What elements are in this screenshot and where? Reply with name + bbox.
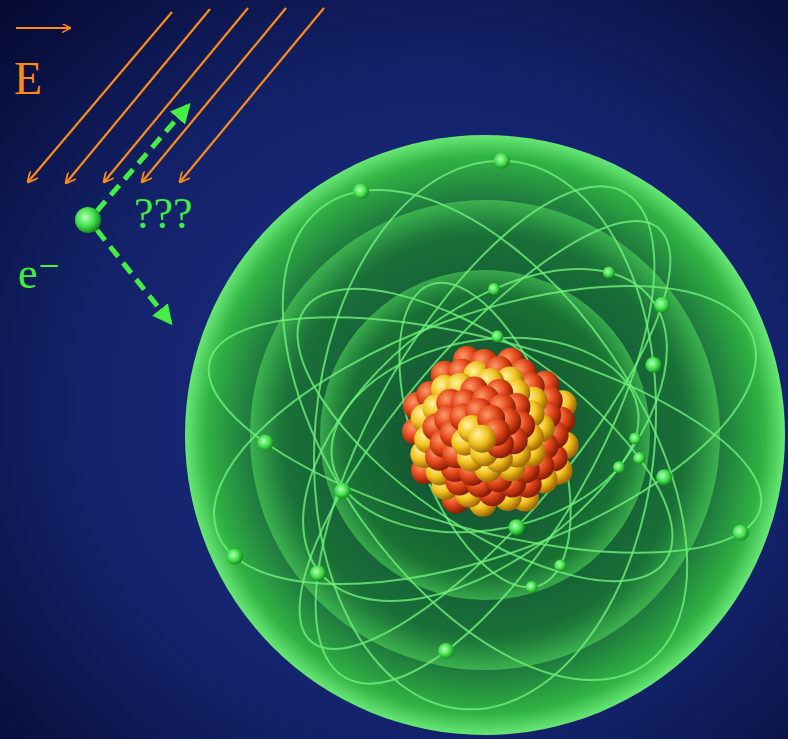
electron-dot bbox=[613, 461, 625, 473]
middle-shell bbox=[250, 200, 720, 670]
electron-dot bbox=[629, 433, 641, 445]
vector-arrow bbox=[16, 27, 70, 29]
field-line bbox=[142, 8, 286, 182]
orbit-path bbox=[364, 261, 605, 610]
electron-dot bbox=[494, 153, 510, 169]
outer-shell bbox=[185, 135, 785, 735]
electron-dot bbox=[526, 581, 538, 593]
electron-symbol: e⁻ bbox=[18, 252, 61, 296]
electron-dot bbox=[438, 643, 454, 659]
orbit-path bbox=[185, 269, 785, 600]
electron-dot bbox=[334, 483, 350, 499]
electron-dot bbox=[654, 297, 670, 313]
electron-dot bbox=[554, 559, 566, 571]
field-line bbox=[66, 9, 210, 183]
orbits bbox=[176, 120, 788, 739]
electron-dot bbox=[646, 357, 662, 373]
field-symbol: E bbox=[14, 56, 42, 102]
electron-dot bbox=[491, 330, 503, 342]
electron-dot bbox=[509, 519, 525, 535]
electron-dot bbox=[633, 452, 645, 464]
electron-dot bbox=[75, 207, 101, 233]
atom bbox=[176, 120, 788, 739]
field-line bbox=[28, 12, 172, 182]
electron-dot bbox=[488, 283, 500, 295]
orbit-path bbox=[316, 315, 654, 556]
electron-dot bbox=[733, 525, 749, 541]
electron-dot bbox=[656, 469, 672, 485]
question-marks: ??? bbox=[134, 192, 193, 236]
nucleus bbox=[402, 346, 578, 517]
orbit-path bbox=[176, 225, 788, 645]
field-line bbox=[104, 8, 248, 182]
electron-dot bbox=[310, 565, 326, 581]
orbit-path bbox=[243, 205, 727, 665]
orbit-electrons bbox=[227, 153, 749, 659]
field-line bbox=[180, 8, 324, 182]
electron-dot bbox=[257, 435, 273, 451]
electron-dot bbox=[227, 549, 243, 565]
orbit-path bbox=[250, 138, 721, 733]
nucleon bbox=[468, 425, 496, 453]
electric-field bbox=[16, 8, 324, 183]
orbit-path bbox=[246, 174, 723, 697]
direction-arrow bbox=[97, 230, 170, 322]
orbit-path bbox=[202, 120, 769, 739]
electron-dot bbox=[353, 183, 369, 199]
electron-dot bbox=[603, 266, 615, 278]
